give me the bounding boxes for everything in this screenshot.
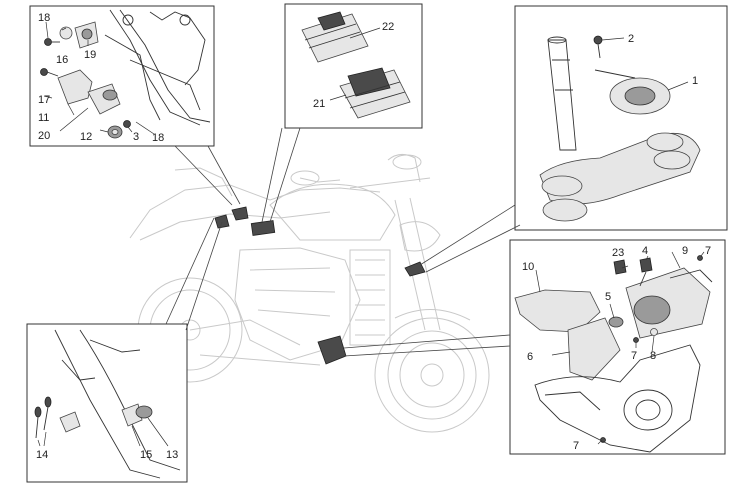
- part-13-grommet: [135, 405, 153, 419]
- part-12-grommet: [107, 125, 123, 139]
- label-8: 8: [650, 350, 656, 362]
- label-9: 9: [682, 245, 688, 257]
- label-21: 21: [313, 98, 325, 110]
- connector: [59, 411, 81, 433]
- motorcycle-outline: [129, 154, 490, 433]
- part-6-cover: [567, 317, 621, 381]
- panel-cable-ties: [26, 323, 188, 483]
- label-11: 11: [38, 112, 49, 124]
- label-12: 12: [80, 131, 92, 143]
- part-17-screw: [40, 68, 59, 77]
- label-3: 3: [133, 131, 139, 143]
- part-7-screw-b: [633, 337, 639, 343]
- part-10-insulator: [514, 289, 601, 333]
- label-23: 23: [612, 247, 624, 259]
- part-23-clip: [613, 259, 627, 275]
- label-19: 19: [84, 49, 96, 61]
- part-19-bracket: [74, 21, 99, 49]
- part-labels: 18 16 19 17 11 20 12 3 18 22 21 2 1 14 1…: [36, 12, 711, 461]
- part-4-connector: [639, 257, 653, 287]
- label-5: 5: [605, 291, 611, 303]
- part-11-bracket: [57, 69, 93, 105]
- label-7c: 7: [573, 440, 579, 452]
- panel-horn: [514, 5, 728, 231]
- label-17: 17: [38, 94, 50, 106]
- label-7a: 7: [705, 245, 711, 257]
- panel-frame-bracket: [29, 5, 215, 147]
- part-8-washer: [650, 328, 658, 336]
- panel-regulator: [509, 239, 726, 455]
- label-15: 15: [140, 449, 152, 461]
- label-18b: 18: [152, 132, 164, 144]
- part-14-cable-ties: [34, 396, 52, 439]
- label-10: 10: [522, 261, 534, 273]
- horn-on-bike: [404, 261, 426, 277]
- part-5-seal: [608, 316, 624, 328]
- label-22: 22: [382, 21, 394, 33]
- part-2-screw: [593, 35, 603, 59]
- label-6: 6: [527, 351, 533, 363]
- part-16-washer: [59, 26, 73, 40]
- label-20: 20: [38, 130, 50, 142]
- part-18-screw: [44, 38, 60, 46]
- label-18a: 18: [38, 12, 50, 24]
- part-9-regulator: [625, 267, 713, 339]
- label-16: 16: [56, 54, 68, 66]
- part-21-holder: [339, 67, 411, 119]
- label-7b: 7: [631, 350, 637, 362]
- callout-lines: [165, 127, 521, 357]
- part-3-nut: [123, 120, 131, 128]
- part-20-bracket: [87, 83, 121, 115]
- clip-on-bike: [214, 214, 230, 229]
- label-13: 13: [166, 449, 178, 461]
- ecu-on-bike: [250, 220, 276, 236]
- label-2: 2: [628, 33, 634, 45]
- label-1: 1: [692, 75, 698, 87]
- bracket-on-bike: [231, 206, 249, 221]
- part-1-horn: [594, 69, 671, 115]
- part-22-ecu: [301, 11, 369, 63]
- part-7-screw-a: [697, 255, 703, 261]
- panel-ecu: [284, 3, 423, 129]
- label-14: 14: [36, 449, 48, 461]
- label-4: 4: [642, 245, 648, 257]
